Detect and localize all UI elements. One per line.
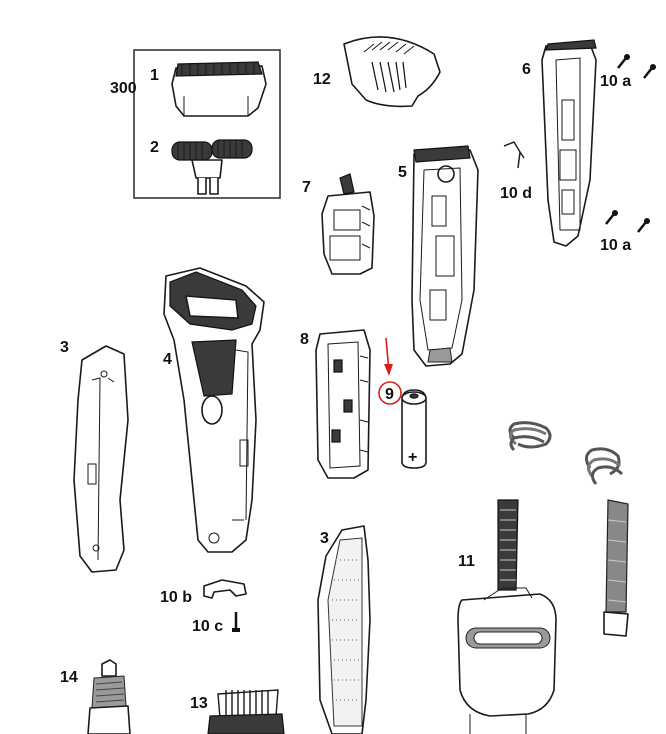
battery-plus-sign: + xyxy=(408,449,417,466)
label-300: 300 xyxy=(110,80,137,97)
label-2: 2 xyxy=(150,139,159,156)
charger-cable-connector xyxy=(585,447,629,637)
part-5-chassis xyxy=(411,145,479,367)
part-3-side-panel-left xyxy=(73,345,129,573)
part-7-motor-module xyxy=(321,173,375,275)
label-7: 7 xyxy=(302,179,311,196)
part-14-oil-tube xyxy=(87,659,131,734)
label-5: 5 xyxy=(398,164,407,181)
label-9: 9 xyxy=(385,386,394,403)
label-11: 11 xyxy=(458,553,475,570)
part-13-trimmer-comb xyxy=(207,689,285,734)
label-9-highlight-circle xyxy=(378,381,402,405)
part-4-shaver-body xyxy=(163,267,265,553)
part-10d-spring xyxy=(503,141,525,169)
part-1-foil-cassette xyxy=(171,61,267,117)
label-4: 4 xyxy=(163,351,172,368)
part-10c-screw xyxy=(232,612,240,632)
part-2-cutter-block xyxy=(171,139,253,195)
label-10d: 10 d xyxy=(500,185,532,202)
label-10a-bottom: 10 a xyxy=(600,237,631,254)
label-14: 14 xyxy=(60,669,78,686)
part-8-electronics-board xyxy=(315,329,371,479)
label-10b: 10 b xyxy=(160,589,192,606)
label-8: 8 xyxy=(300,331,309,348)
shaving-unit-group-box xyxy=(133,49,281,199)
screws-10a-bottom xyxy=(605,210,650,233)
label-6: 6 xyxy=(522,61,531,78)
part-12-comb-attachment xyxy=(343,36,441,108)
label-3-bottom: 3 xyxy=(320,530,329,547)
label-13: 13 xyxy=(190,695,208,712)
label-12: 12 xyxy=(313,71,331,88)
part-3-skin-panel xyxy=(317,525,371,734)
label-3-left: 3 xyxy=(60,339,69,356)
red-pointer-arrow xyxy=(384,337,393,376)
label-1: 1 xyxy=(150,67,159,84)
screws-10a-top xyxy=(617,54,656,79)
part-11-charger xyxy=(457,421,557,734)
part-10b-clip xyxy=(203,579,247,599)
label-10a-top: 10 a xyxy=(600,73,631,90)
label-10c: 10 c xyxy=(192,618,223,635)
part-6-inner-frame xyxy=(541,39,597,247)
part-9-battery: + xyxy=(401,389,427,469)
